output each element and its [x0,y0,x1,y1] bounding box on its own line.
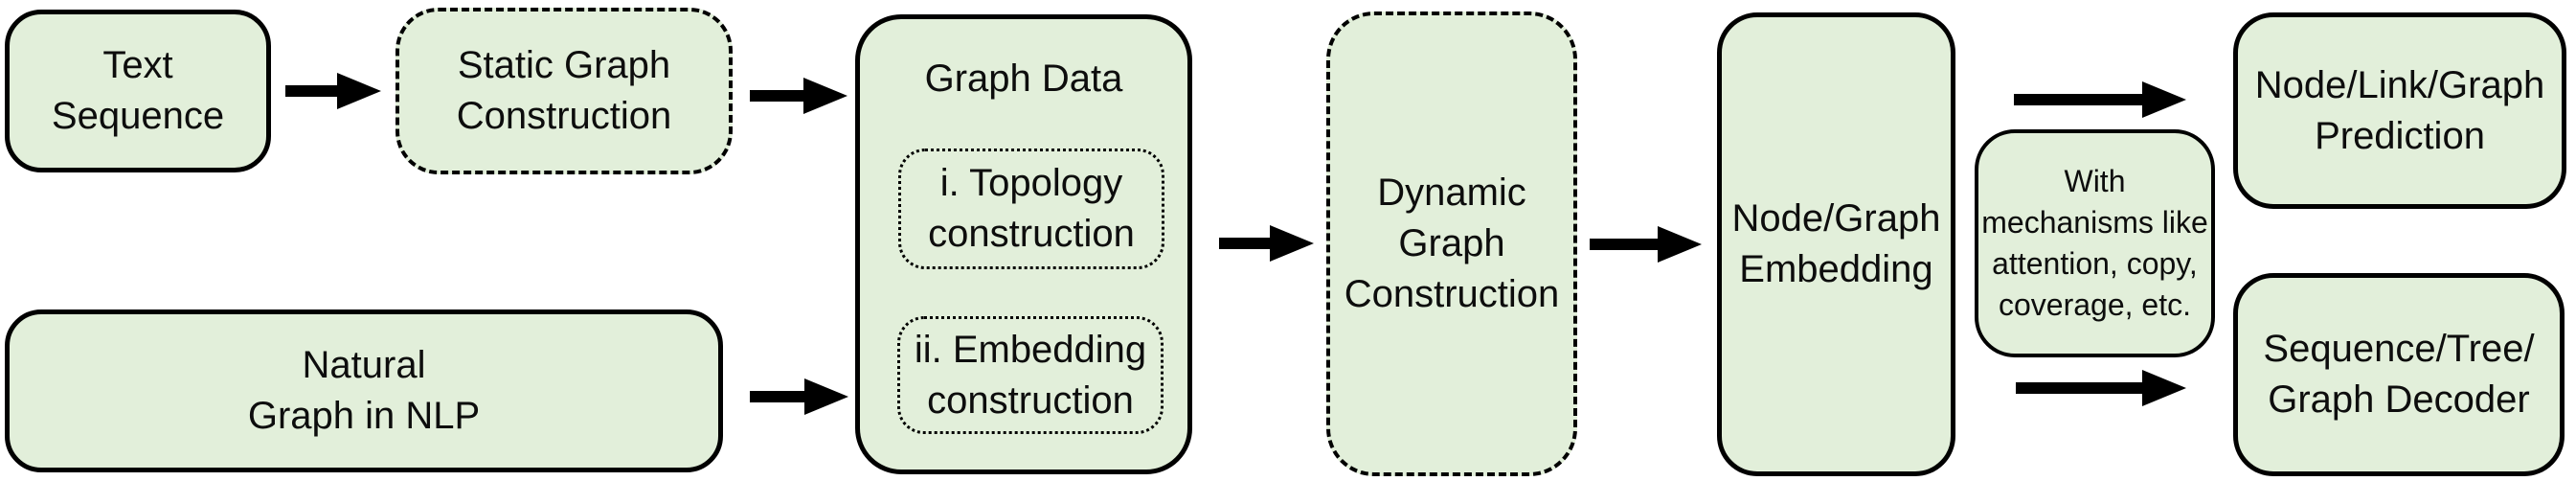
static-graph-label-line: Construction [456,95,672,137]
dynamic-graph-construction-box: Dynamic Graph Construction [1326,11,1577,476]
topology-label-line: i. Topology [939,162,1123,204]
dynamic-graph-to-node-embedding-arrow-icon [1590,239,1658,250]
with-mechanisms-label-line: mechanisms like [1981,205,2208,240]
topology-label-line: construction [928,213,1135,255]
embedding-construction-label-line: construction [927,378,1134,422]
with-mechanisms-label-line: With [2064,164,2126,198]
topology-construction-box: i. Topology construction [898,149,1164,269]
text-sequence-label-line: Sequence [51,95,225,137]
text-sequence-label-line: Text [102,44,173,86]
with-mechanisms-label-line: coverage, etc. [1998,287,2191,322]
graph-data-to-dynamic-graph-arrow-icon [1219,238,1270,249]
node-graph-embedding-label-line: Embedding [1739,248,1933,290]
prediction-label-line: Node/Link/Graph [2254,63,2545,106]
decoder-label-line: Graph Decoder [2268,378,2530,421]
graph-data-title: Graph Data [924,57,1123,100]
node-embedding-to-prediction-arrow-icon [2014,94,2142,105]
static-graph-construction-box: Static Graph Construction [395,8,733,174]
embedding-construction-label-line: ii. Embedding [914,328,1147,371]
natural-graph-label-line: Natural [302,344,426,386]
dynamic-graph-label-line: Construction [1344,273,1560,315]
node-graph-embedding-label-line: Node/Graph [1731,197,1941,240]
decoder-label-line: Sequence/Tree/ [2263,328,2535,370]
prediction-label-line: Prediction [2315,114,2485,157]
node-graph-embedding-box: Node/Graph Embedding [1717,12,1955,476]
embedding-construction-box: ii. Embedding construction [897,316,1164,434]
graph-data-box: Graph Data i. Topology construction ii. … [855,14,1192,474]
with-mechanisms-label-line: attention, copy, [1992,246,2198,281]
text-sequence-to-static-graph-arrow-icon [285,85,337,97]
with-mechanisms-box: With mechanisms like attention, copy, co… [1975,129,2215,357]
natural-graph-label-line: Graph in NLP [247,395,481,437]
text-sequence-box: Text Sequence [5,10,271,172]
node-embedding-to-decoder-arrow-icon [2016,382,2142,394]
sequence-tree-graph-decoder-box: Sequence/Tree/ Graph Decoder [2233,273,2565,476]
natural-graph-in-nlp-box: Natural Graph in NLP [5,309,723,472]
node-link-graph-prediction-box: Node/Link/Graph Prediction [2233,12,2566,209]
static-graph-label-line: Static Graph [457,44,671,86]
static-graph-to-graph-data-arrow-icon [750,90,803,102]
natural-graph-to-graph-data-arrow-icon [750,391,804,402]
dynamic-graph-label-line: Graph [1398,222,1505,264]
dynamic-graph-label-line: Dynamic [1377,172,1526,214]
